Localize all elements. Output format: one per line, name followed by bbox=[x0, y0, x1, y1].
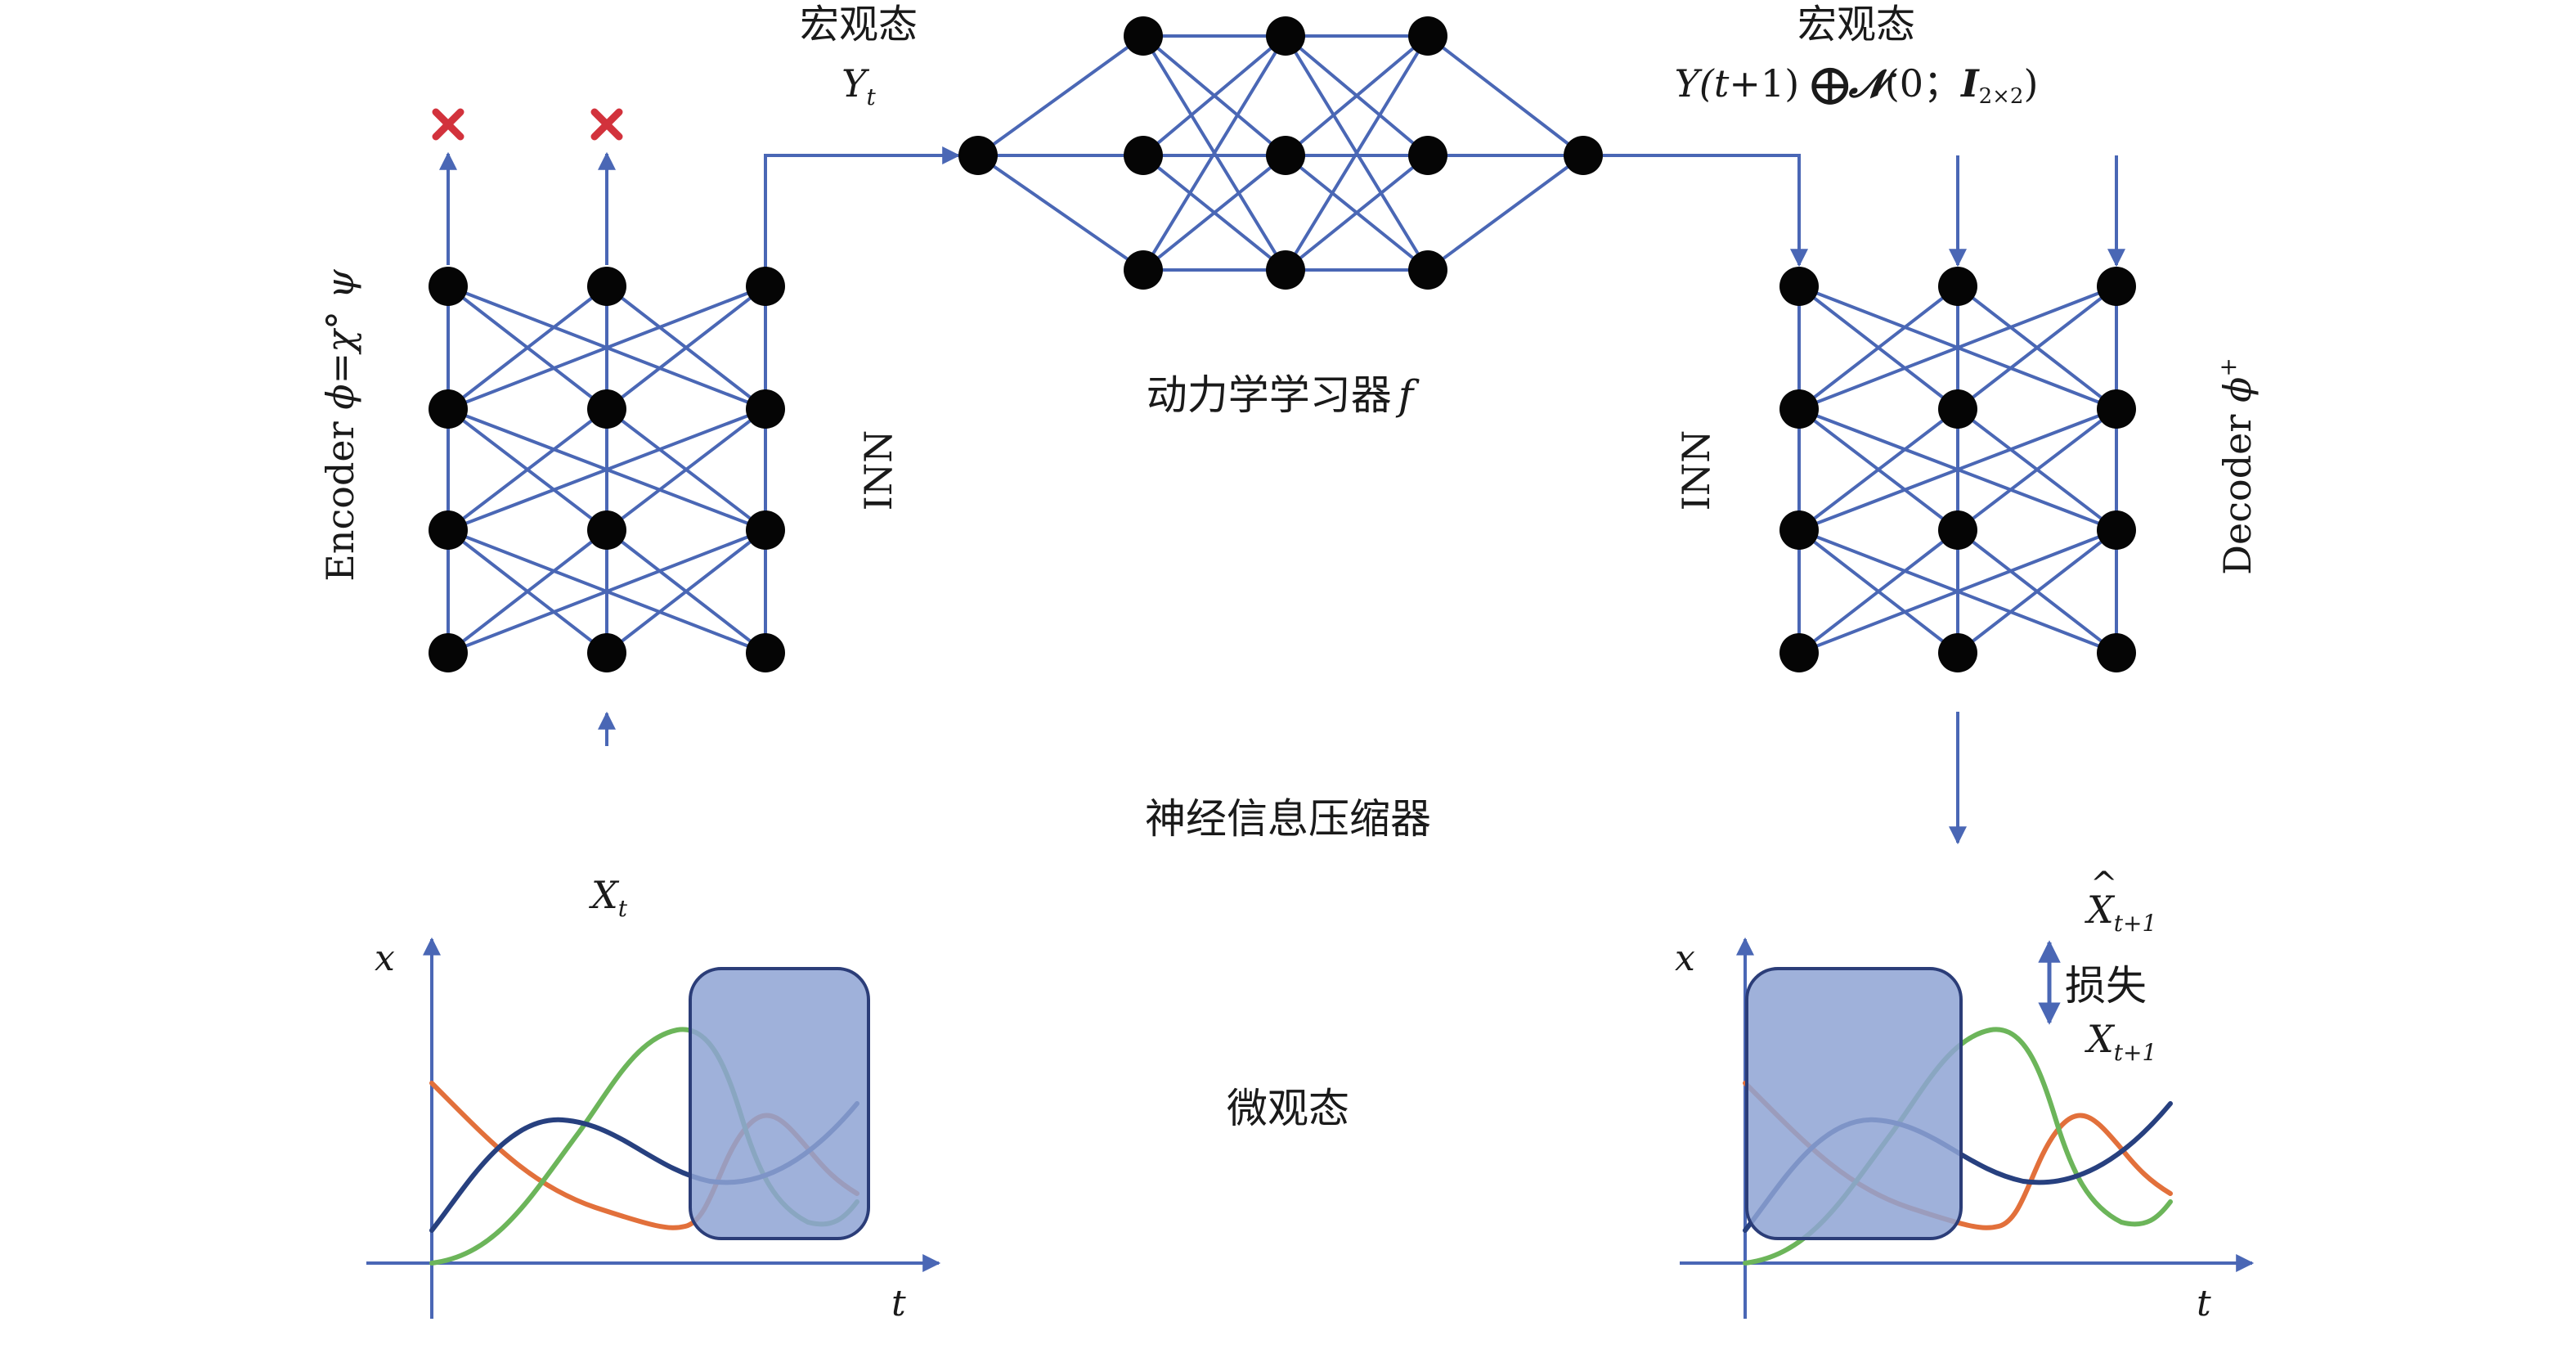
decoder-node bbox=[1779, 267, 1819, 306]
encoder-node bbox=[746, 633, 785, 672]
macro-state-right-title: 宏观态 bbox=[1797, 2, 1915, 47]
decoder-node bbox=[2097, 510, 2136, 550]
encoder-label: Encoder ϕ=χ° ψ bbox=[318, 268, 362, 581]
decoder-node bbox=[2097, 389, 2136, 429]
network-nodes bbox=[429, 16, 2136, 672]
decoder-edge bbox=[1798, 407, 2117, 532]
dynamics-node bbox=[1124, 16, 1163, 56]
dynamics-node bbox=[1408, 250, 1447, 290]
dynamics-edge bbox=[1284, 34, 1429, 157]
decoder-label: Decoder ϕ+ bbox=[2215, 357, 2260, 575]
plot-left-window-box bbox=[689, 967, 870, 1240]
network-edges bbox=[447, 34, 2118, 654]
micro-state-plots bbox=[366, 937, 2255, 1319]
decoder-node bbox=[2097, 633, 2136, 672]
cross-stroke bbox=[432, 108, 464, 141]
dynamics-edge bbox=[1426, 34, 1585, 157]
encoder-node bbox=[429, 510, 468, 550]
discard-cross-icon bbox=[432, 108, 464, 141]
dynamics-to-decoder-arrow bbox=[1603, 154, 1808, 268]
decoder-node bbox=[1938, 510, 1977, 550]
encoder-edge bbox=[447, 528, 608, 654]
encoder-edge bbox=[447, 285, 766, 411]
encoder-node bbox=[587, 633, 626, 672]
micro-state-label: 微观态 bbox=[1227, 1085, 1349, 1132]
decoder-node bbox=[2097, 267, 2136, 306]
decoder-node bbox=[1779, 510, 1819, 550]
compressor-label: 神经信息压缩器 bbox=[1145, 795, 1431, 843]
macro-state-left-var: Yt bbox=[841, 61, 876, 110]
encoder-edge bbox=[447, 407, 766, 532]
decoder-edge bbox=[1797, 285, 1959, 411]
plot-right-x-label: t bbox=[2197, 1283, 2211, 1324]
predicted-micro-label: Xt+1 ^ bbox=[2085, 866, 2156, 937]
discarded-variables bbox=[432, 108, 623, 141]
encoder-node bbox=[429, 633, 468, 672]
dynamics-node bbox=[958, 136, 998, 175]
svg-text:Xt+1: Xt+1 bbox=[2085, 888, 2156, 937]
encoder-node bbox=[746, 267, 785, 306]
loss-label: 损失 bbox=[2065, 962, 2147, 1010]
dynamics-edge bbox=[976, 154, 1145, 272]
inn-left-label: INN bbox=[856, 430, 900, 511]
macro-state-right-formula: Y(t+1) ⨁𝓝(0；I2×2) bbox=[1675, 61, 2039, 109]
encoder-node bbox=[746, 510, 785, 550]
encoder-node bbox=[429, 389, 468, 429]
plot-left-x-label: t bbox=[891, 1283, 906, 1324]
dynamics-edge bbox=[1426, 154, 1585, 272]
svg-text:^: ^ bbox=[2090, 866, 2118, 903]
plot-left-y-label: x bbox=[375, 938, 395, 979]
dynamics-edge bbox=[1142, 154, 1287, 272]
micro-input-label: Xt bbox=[589, 873, 628, 922]
encoder-edge bbox=[447, 407, 608, 532]
dynamics-node bbox=[1266, 16, 1305, 56]
decoder-node bbox=[1779, 389, 1819, 429]
encoder-edge bbox=[447, 528, 766, 654]
dynamics-node bbox=[1408, 16, 1447, 56]
encoder-edge bbox=[447, 285, 608, 411]
dynamics-edge bbox=[1142, 34, 1287, 272]
decoder-edge bbox=[1956, 407, 2118, 532]
cross-stroke bbox=[590, 108, 623, 141]
dynamics-edge bbox=[1142, 34, 1287, 157]
discard-cross-icon bbox=[590, 108, 623, 141]
decoder-node bbox=[1938, 389, 1977, 429]
dynamics-edge bbox=[1284, 34, 1429, 272]
dynamics-node bbox=[1266, 250, 1305, 290]
decoder-edge bbox=[1956, 285, 2118, 411]
decoder-node bbox=[1779, 633, 1819, 672]
decoder-node bbox=[1938, 267, 1977, 306]
plot-right-window-box bbox=[1745, 967, 1963, 1240]
encoder-node bbox=[746, 389, 785, 429]
true-micro-label: Xt+1 bbox=[2085, 1017, 2156, 1066]
plot-right-y-label: x bbox=[1675, 938, 1695, 979]
encoder-edge bbox=[605, 528, 767, 654]
dynamics-node bbox=[1266, 136, 1305, 175]
encoder-edge bbox=[605, 285, 767, 411]
encoder-edge bbox=[605, 407, 767, 532]
encoder-node bbox=[587, 389, 626, 429]
encoder-node bbox=[429, 267, 468, 306]
dynamics-node bbox=[1564, 136, 1603, 175]
dynamics-node bbox=[1408, 136, 1447, 175]
dynamics-edge bbox=[976, 34, 1145, 157]
flow-arrows bbox=[439, 146, 2125, 1025]
decoder-edge bbox=[1797, 407, 1959, 532]
decoder-edge bbox=[1798, 285, 2117, 411]
decoder-edge bbox=[1797, 528, 1959, 654]
macro-to-dynamics-arrow bbox=[764, 146, 961, 286]
dynamics-node bbox=[1124, 136, 1163, 175]
dynamics-edge bbox=[1284, 154, 1429, 272]
decoder-node bbox=[1938, 633, 1977, 672]
encoder-node bbox=[587, 510, 626, 550]
dynamics-node bbox=[1124, 250, 1163, 290]
decoder-edge bbox=[1956, 528, 2118, 654]
inn-right-label: INN bbox=[1674, 430, 1718, 511]
decoder-edge bbox=[1798, 528, 2117, 654]
encoder-node bbox=[587, 267, 626, 306]
macro-state-left-title: 宏观态 bbox=[800, 2, 918, 47]
